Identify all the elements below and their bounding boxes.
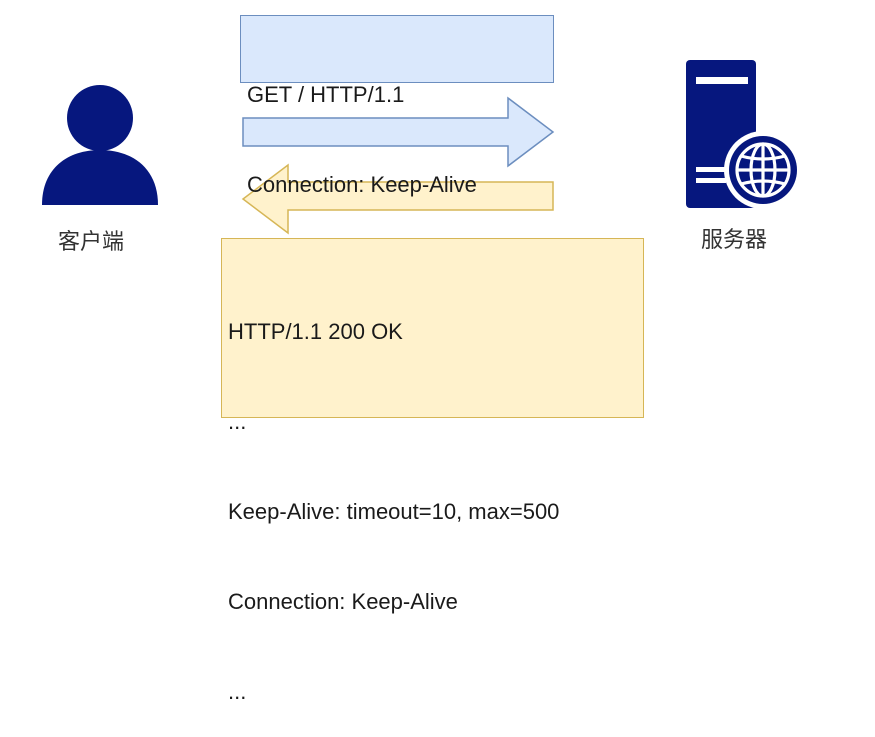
client-label: 客户端 <box>58 230 125 255</box>
request-arrow <box>242 96 555 168</box>
request-message-box: GET / HTTP/1.1 Connection: Keep-Alive <box>240 15 554 197</box>
response-ellipsis-top: ... <box>228 409 247 434</box>
response-header-keep-alive: Keep-Alive: timeout=10, max=500 <box>228 499 560 524</box>
response-message-box: HTTP/1.1 200 OK ... Keep-Alive: timeout=… <box>221 238 644 704</box>
response-header-connection: Connection: Keep-Alive <box>228 589 458 614</box>
response-ellipsis-bottom: ... <box>228 679 247 704</box>
server-globe-icon <box>686 60 802 209</box>
request-line: GET / HTTP/1.1 <box>247 82 405 107</box>
request-header-connection: Connection: Keep-Alive <box>247 172 477 197</box>
server-label: 服务器 <box>701 228 768 253</box>
response-status-line: HTTP/1.1 200 OK <box>228 319 403 344</box>
user-icon <box>42 85 158 205</box>
response-arrow <box>241 163 554 235</box>
